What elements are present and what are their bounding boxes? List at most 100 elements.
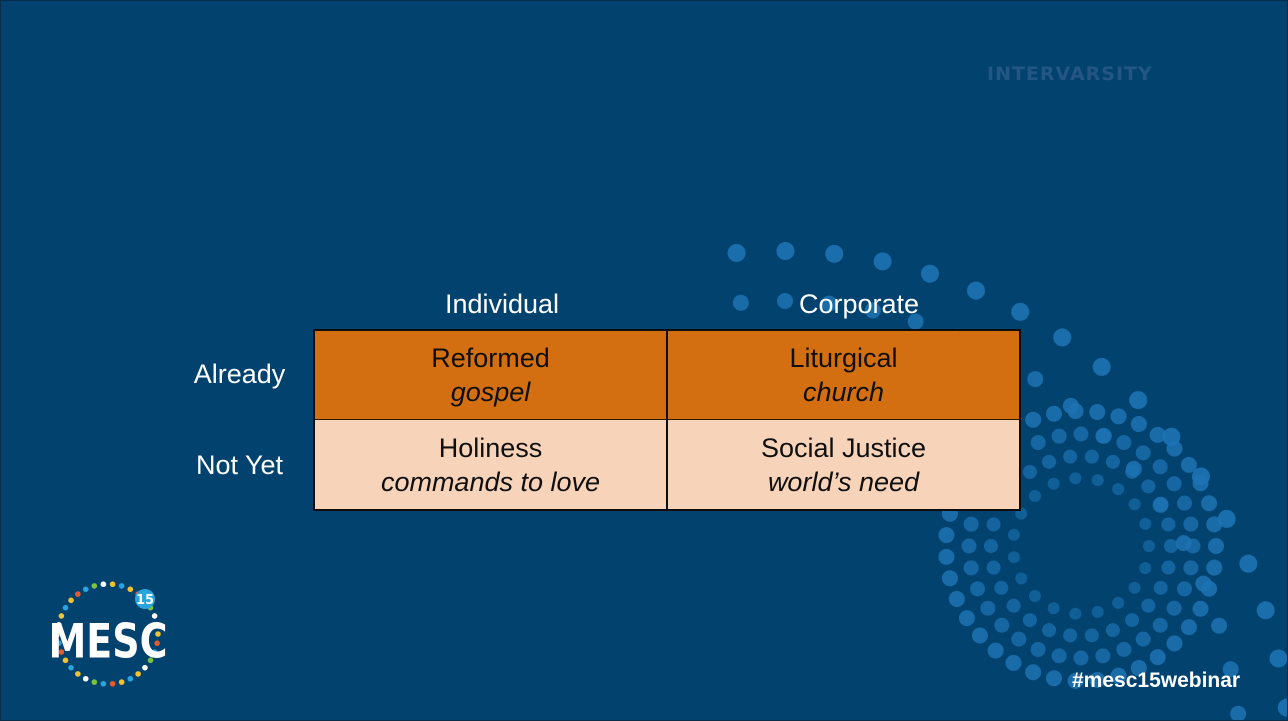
decorative-dot	[1141, 479, 1156, 494]
decorative-dot	[1277, 698, 1287, 717]
decorative-dot	[1025, 664, 1042, 681]
decorative-dot	[1084, 628, 1099, 643]
decorative-dot	[1051, 648, 1067, 664]
decorative-dot	[1164, 539, 1178, 553]
decorative-dot	[1185, 538, 1201, 554]
decorative-dot	[1116, 435, 1132, 451]
decorative-dot	[821, 295, 838, 312]
decorative-dot	[1091, 605, 1104, 618]
decorative-dot	[1206, 559, 1223, 576]
decorative-dot	[1161, 560, 1176, 575]
decorative-dot	[1030, 641, 1046, 657]
decorative-dot	[1139, 562, 1152, 575]
decorative-dot	[1067, 403, 1084, 420]
decorative-dot	[938, 527, 955, 544]
decorative-dot	[732, 294, 749, 311]
decorative-dot	[1183, 516, 1199, 532]
decorative-dot	[1027, 371, 1044, 388]
decorative-dot	[1105, 623, 1120, 638]
cell-title: Liturgical	[789, 343, 898, 373]
decorative-dot	[1166, 476, 1182, 492]
decorative-dot	[873, 252, 892, 271]
decorative-dot	[777, 293, 794, 310]
column-header-corporate: Corporate	[798, 289, 920, 319]
decorative-dot	[1125, 613, 1140, 628]
decorative-dot	[1217, 509, 1236, 528]
decorative-dot	[907, 313, 924, 330]
decorative-dot	[825, 244, 844, 263]
decorative-dot	[1091, 474, 1104, 487]
decorative-dot	[1149, 426, 1166, 443]
decorative-dot	[1007, 528, 1020, 541]
decorative-dot	[1022, 464, 1037, 479]
cell-social-justice: Social Justice world’s need	[668, 420, 1019, 509]
decorative-dot	[1110, 408, 1127, 425]
decorative-dot	[1239, 554, 1258, 573]
decorative-dot	[1192, 475, 1209, 492]
cell-liturgical: Liturgical church	[668, 331, 1019, 420]
decorative-dot	[1180, 456, 1197, 473]
decorative-dot	[1149, 649, 1166, 666]
decorative-dot	[1139, 517, 1152, 530]
decorative-dot	[1125, 464, 1140, 479]
decorative-dot	[1063, 628, 1078, 643]
decorative-dot	[1006, 598, 1021, 613]
decorative-dot	[1042, 623, 1057, 638]
decorative-dot	[1141, 598, 1156, 613]
decorative-dot	[1192, 600, 1209, 617]
decorative-dot	[1166, 600, 1182, 616]
cell-reformed: Reformed gospel	[315, 331, 668, 420]
decorative-dot	[1095, 648, 1111, 664]
decorative-dot	[1161, 517, 1176, 532]
decorative-dot	[1135, 445, 1151, 461]
decorative-dot	[1007, 551, 1020, 564]
decorative-dot	[1180, 619, 1197, 636]
decorative-dot	[1130, 416, 1147, 433]
decorative-dot	[963, 560, 979, 576]
logo-badge: 15	[136, 593, 154, 608]
decorative-dot	[1063, 449, 1078, 464]
decorative-dot	[1166, 635, 1183, 652]
decorative-dot	[1022, 613, 1037, 628]
decorative-dot	[1047, 477, 1060, 490]
decorative-dot	[1110, 667, 1127, 684]
decorative-dot	[1073, 426, 1089, 442]
decorative-dot	[1153, 497, 1168, 512]
decorative-dot	[776, 242, 795, 261]
decorative-dot	[727, 243, 746, 262]
decorative-dot	[1176, 581, 1192, 597]
decorative-dot	[1084, 449, 1099, 464]
decorative-dot	[987, 642, 1004, 659]
decorative-dot	[1069, 607, 1082, 620]
decorative-dot	[864, 302, 881, 319]
decorative-dot	[1011, 302, 1030, 321]
decorative-dot	[1053, 328, 1072, 347]
cell-title: Holiness	[438, 432, 543, 463]
decorative-dot	[967, 281, 986, 300]
decorative-dot	[1067, 672, 1084, 689]
decorative-dot	[1095, 428, 1111, 444]
row-label-already: Already	[193, 359, 286, 389]
decorative-dot	[986, 517, 1001, 532]
decorative-dot	[1153, 580, 1168, 595]
decorative-dot	[941, 570, 958, 587]
decorative-dot	[1011, 631, 1027, 647]
decorative-dot	[1073, 650, 1089, 666]
decorative-dot	[1135, 631, 1151, 647]
decorative-dot	[1183, 560, 1199, 576]
decorative-dot	[1152, 459, 1168, 475]
decorative-dot	[1069, 472, 1082, 485]
decorative-dot	[994, 580, 1009, 595]
decorative-dot	[986, 560, 1001, 575]
decorative-dot	[1112, 596, 1125, 609]
decorative-dot	[1128, 498, 1141, 511]
decorative-dot	[1112, 483, 1125, 496]
decorative-dot	[971, 627, 988, 644]
decorative-dot	[1045, 670, 1062, 687]
decorative-dot	[1089, 672, 1106, 689]
cell-title: Social Justice	[760, 432, 927, 463]
decorative-dot	[1256, 601, 1275, 620]
decorative-dot	[1211, 617, 1228, 634]
